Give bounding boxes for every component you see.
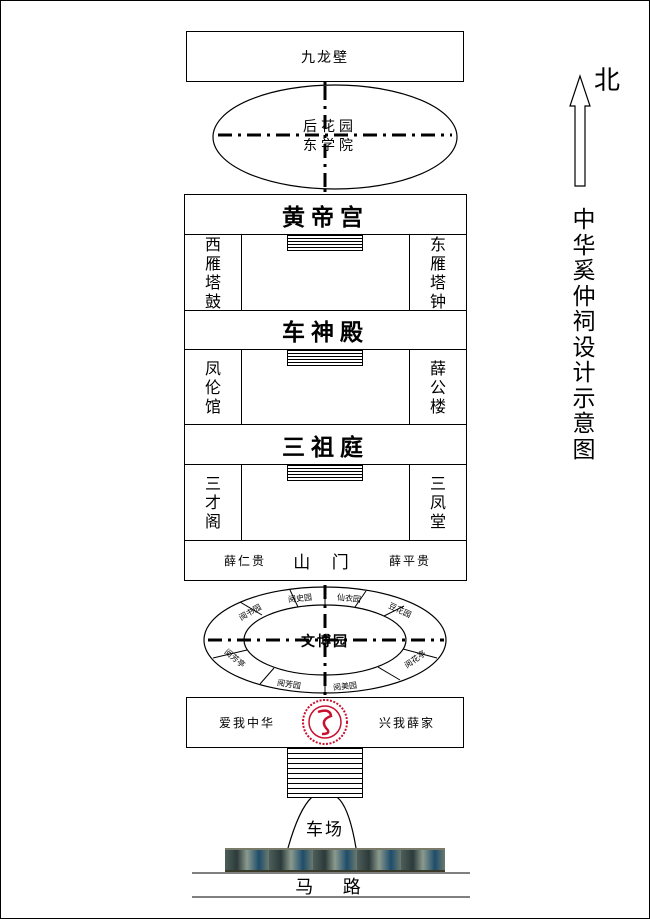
front-garden-center-label: 文博园 bbox=[290, 631, 360, 651]
west-drum-tower: 西 雁 塔 鼓 bbox=[184, 234, 242, 311]
east-bell-tower: 东 雁 塔 钟 bbox=[409, 234, 467, 311]
fenglun-hall-char: 凤 bbox=[204, 358, 221, 378]
gate-left-label: 薛仁贵 bbox=[223, 554, 266, 568]
road: 马 路 bbox=[192, 874, 470, 898]
title-char: 华 bbox=[572, 232, 596, 259]
east-bell-tower-char: 钟 bbox=[429, 291, 446, 311]
title-char: 图 bbox=[572, 436, 596, 463]
xuegong-building-char: 楼 bbox=[429, 396, 446, 416]
title-char: 意 bbox=[572, 411, 596, 437]
title-char: 祠 bbox=[572, 309, 596, 335]
west-drum-tower-char: 西 bbox=[204, 234, 221, 254]
west-drum-tower-char: 鼓 bbox=[204, 291, 221, 311]
sancai-pavilion: 三 才 阁 bbox=[184, 464, 242, 541]
title-char: 奚 bbox=[572, 258, 596, 284]
gate-right-label: 薛平贵 bbox=[388, 554, 431, 568]
hall-sanzu: 三祖庭 bbox=[184, 424, 467, 465]
sanfeng-hall-char: 三 bbox=[429, 474, 446, 493]
fenglun-hall-char: 伦 bbox=[204, 377, 221, 397]
nine-dragon-wall-label: 九龙壁 bbox=[301, 49, 349, 66]
hall-huangdi-label: 黄帝宫 bbox=[282, 203, 369, 231]
hall-huangdi: 黄帝宫 bbox=[184, 194, 467, 235]
hall-cheshen-label: 车神殿 bbox=[282, 319, 369, 346]
hall-cheshen: 车神殿 bbox=[184, 310, 467, 350]
fenglun-hall: 凤 伦 馆 bbox=[184, 349, 242, 425]
title-char: 设 bbox=[572, 334, 596, 361]
back-garden-line-2: 东学院 bbox=[303, 138, 357, 154]
sancai-pavilion-char: 才 bbox=[204, 493, 221, 512]
sanfeng-hall: 三 凤 堂 bbox=[409, 464, 467, 541]
sanfeng-hall-char: 凤 bbox=[429, 493, 446, 512]
entrance-stairs bbox=[287, 748, 363, 798]
north-arrow-icon bbox=[569, 74, 591, 187]
title-char: 示 bbox=[572, 385, 596, 412]
road-label: 马 路 bbox=[295, 876, 367, 898]
wenbo-garden-label: 文博园 bbox=[301, 634, 349, 650]
title-char: 计 bbox=[572, 360, 596, 386]
entrance-right-label: 兴我薛家 bbox=[378, 716, 435, 730]
sancai-pavilion-char: 阁 bbox=[204, 512, 221, 531]
nine-dragon-wall: 九龙壁 bbox=[186, 31, 464, 82]
back-garden-label: 后花园 东学院 bbox=[270, 117, 390, 157]
east-bell-tower-char: 雁 bbox=[429, 253, 446, 273]
stairs-hall-2 bbox=[287, 350, 363, 366]
east-bell-tower-char: 东 bbox=[429, 234, 446, 254]
fenglun-hall-char: 馆 bbox=[204, 396, 221, 416]
back-garden-line-1: 后花园 bbox=[303, 119, 357, 135]
entrance-left-label: 爱我中华 bbox=[218, 716, 275, 730]
mountain-gate: 薛仁贵 山 门 薛平贵 bbox=[184, 540, 467, 581]
parking-label: 车场 bbox=[306, 819, 344, 840]
xuegong-building-char: 薛 bbox=[429, 358, 446, 378]
xuegong-building-char: 公 bbox=[429, 377, 446, 397]
sancai-pavilion-char: 三 bbox=[204, 474, 221, 493]
bridge-image bbox=[225, 848, 445, 872]
north-label: 北 bbox=[594, 66, 621, 96]
gate-center-label: 山 门 bbox=[293, 553, 357, 573]
west-drum-tower-char: 雁 bbox=[204, 253, 221, 273]
title-char: 仲 bbox=[572, 283, 596, 310]
back-garden-ellipse bbox=[212, 84, 458, 190]
sanfeng-hall-char: 堂 bbox=[429, 512, 446, 531]
west-drum-tower-char: 塔 bbox=[204, 272, 221, 292]
diagram-title: 中 华 奚 仲 祠 设 计 示 意 图 bbox=[568, 207, 600, 463]
stairs-hall-1 bbox=[287, 235, 363, 251]
east-bell-tower-char: 塔 bbox=[429, 272, 446, 292]
xuegong-building: 薛 公 楼 bbox=[409, 349, 467, 425]
title-char: 中 bbox=[572, 207, 596, 233]
entrance-plaque: 爱我中华 兴我薛家 bbox=[186, 697, 464, 748]
stairs-hall-3 bbox=[287, 465, 363, 481]
hall-sanzu-label: 三祖庭 bbox=[282, 433, 369, 461]
parking-label-box: 车场 bbox=[295, 815, 355, 840]
